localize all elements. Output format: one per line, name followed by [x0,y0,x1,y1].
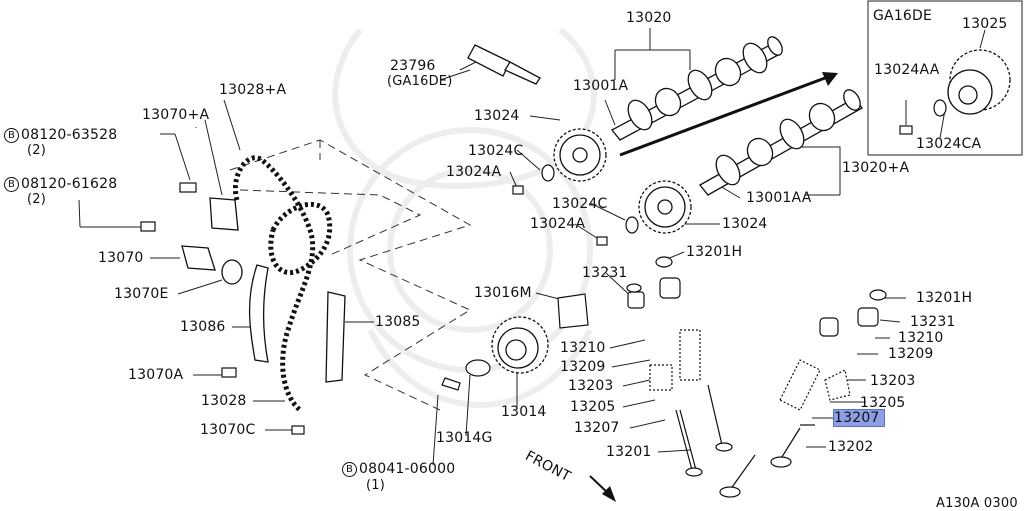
chain-guides [181,197,346,383]
label-23796-sub: (GA16DE) [387,74,453,89]
label-13024-lower: 13024 [722,216,768,232]
label-08041-06000-text: 08041-06000 [359,461,456,477]
label-13070A: 13070A [128,367,184,383]
lower-camshaft [699,89,863,196]
label-13210-left: 13210 [560,340,606,356]
label-08120-61628-text: 08120-61628 [21,176,118,192]
label-13024AA: 13024AA [874,62,940,78]
label-13231-right: 13231 [910,314,956,330]
label-13209-left: 13209 [560,359,606,375]
upper-camshaft [611,36,783,141]
label-08120-61628-qty: (2) [27,192,47,207]
cam-sensor-23796 [467,44,541,85]
cam-sprocket-lower [638,180,692,234]
label-08120-63528-text: 08120-63528 [21,127,118,143]
label-13201H-left: 13201H [686,244,743,260]
timing-cover-outline [229,139,472,411]
label-13203-left: 13203 [568,378,614,394]
direction-arrow [619,72,838,157]
label-13070-plus-a: 13070+A [142,107,210,123]
label-13024A-2: 13024A [530,216,586,232]
label-23796: 23796 [390,58,436,74]
label-13231-left: 13231 [582,265,628,281]
label-13001A: 13001A [573,78,629,94]
crank-sprocket-13014 [491,316,549,374]
figure-code: A130A 0300 [936,496,1018,511]
label-13085: 13085 [375,314,421,330]
label-13028: 13028 [201,393,247,409]
label-13209-right: 13209 [888,346,934,362]
label-13205-left: 13205 [570,399,616,415]
label-13205-right: 13205 [860,395,906,411]
label-13207-left: 13207 [574,420,620,436]
leader-lines [78,28,986,466]
label-13201H-right: 13201H [916,290,973,306]
label-13020-plus-a: 13020+A [842,160,910,176]
label-08041-qty: (1) [366,478,386,493]
label-13001AA: 13001AA [746,190,812,206]
circle-b-icon: B [4,128,19,143]
valve-group-left [626,256,733,477]
timing-chains [233,155,333,412]
circle-b-icon: B [4,177,19,192]
label-13014G: 13014G [436,430,493,446]
label-13070E: 13070E [114,286,169,302]
label-13024-upper: 13024 [474,108,520,124]
inset-sprocket [947,49,1011,115]
label-13024A-1: 13024A [446,164,502,180]
label-13024CA: 13024CA [916,136,982,152]
label-13210-right: 13210 [898,330,944,346]
label-13086: 13086 [180,319,226,335]
inset-box [867,0,1023,156]
cam-sprocket-upper [553,128,607,182]
label-13070C: 13070C [200,422,256,438]
label-13016M: 13016M [474,285,532,301]
label-13202: 13202 [828,439,874,455]
label-13070: 13070 [98,250,144,266]
washers-bolts [140,99,947,435]
label-13028A-plus: 13028+A [219,82,287,98]
label-13025: 13025 [962,16,1008,32]
label-13201: 13201 [606,444,652,460]
label-13024C-1: 13024C [468,143,524,159]
label-13014: 13014 [501,404,547,420]
label-13203-right: 13203 [870,373,916,389]
label-13020: 13020 [626,10,672,26]
valve-group-right [719,289,887,498]
circle-b-icon: B [342,462,357,477]
label-08120-63528-qty: (2) [27,143,47,158]
label-13207-right-highlighted[interactable]: 13207 [833,409,885,427]
front-arrow [589,475,616,502]
label-13024C-2: 13024C [552,196,608,212]
inset-title: GA16DE [873,8,933,24]
